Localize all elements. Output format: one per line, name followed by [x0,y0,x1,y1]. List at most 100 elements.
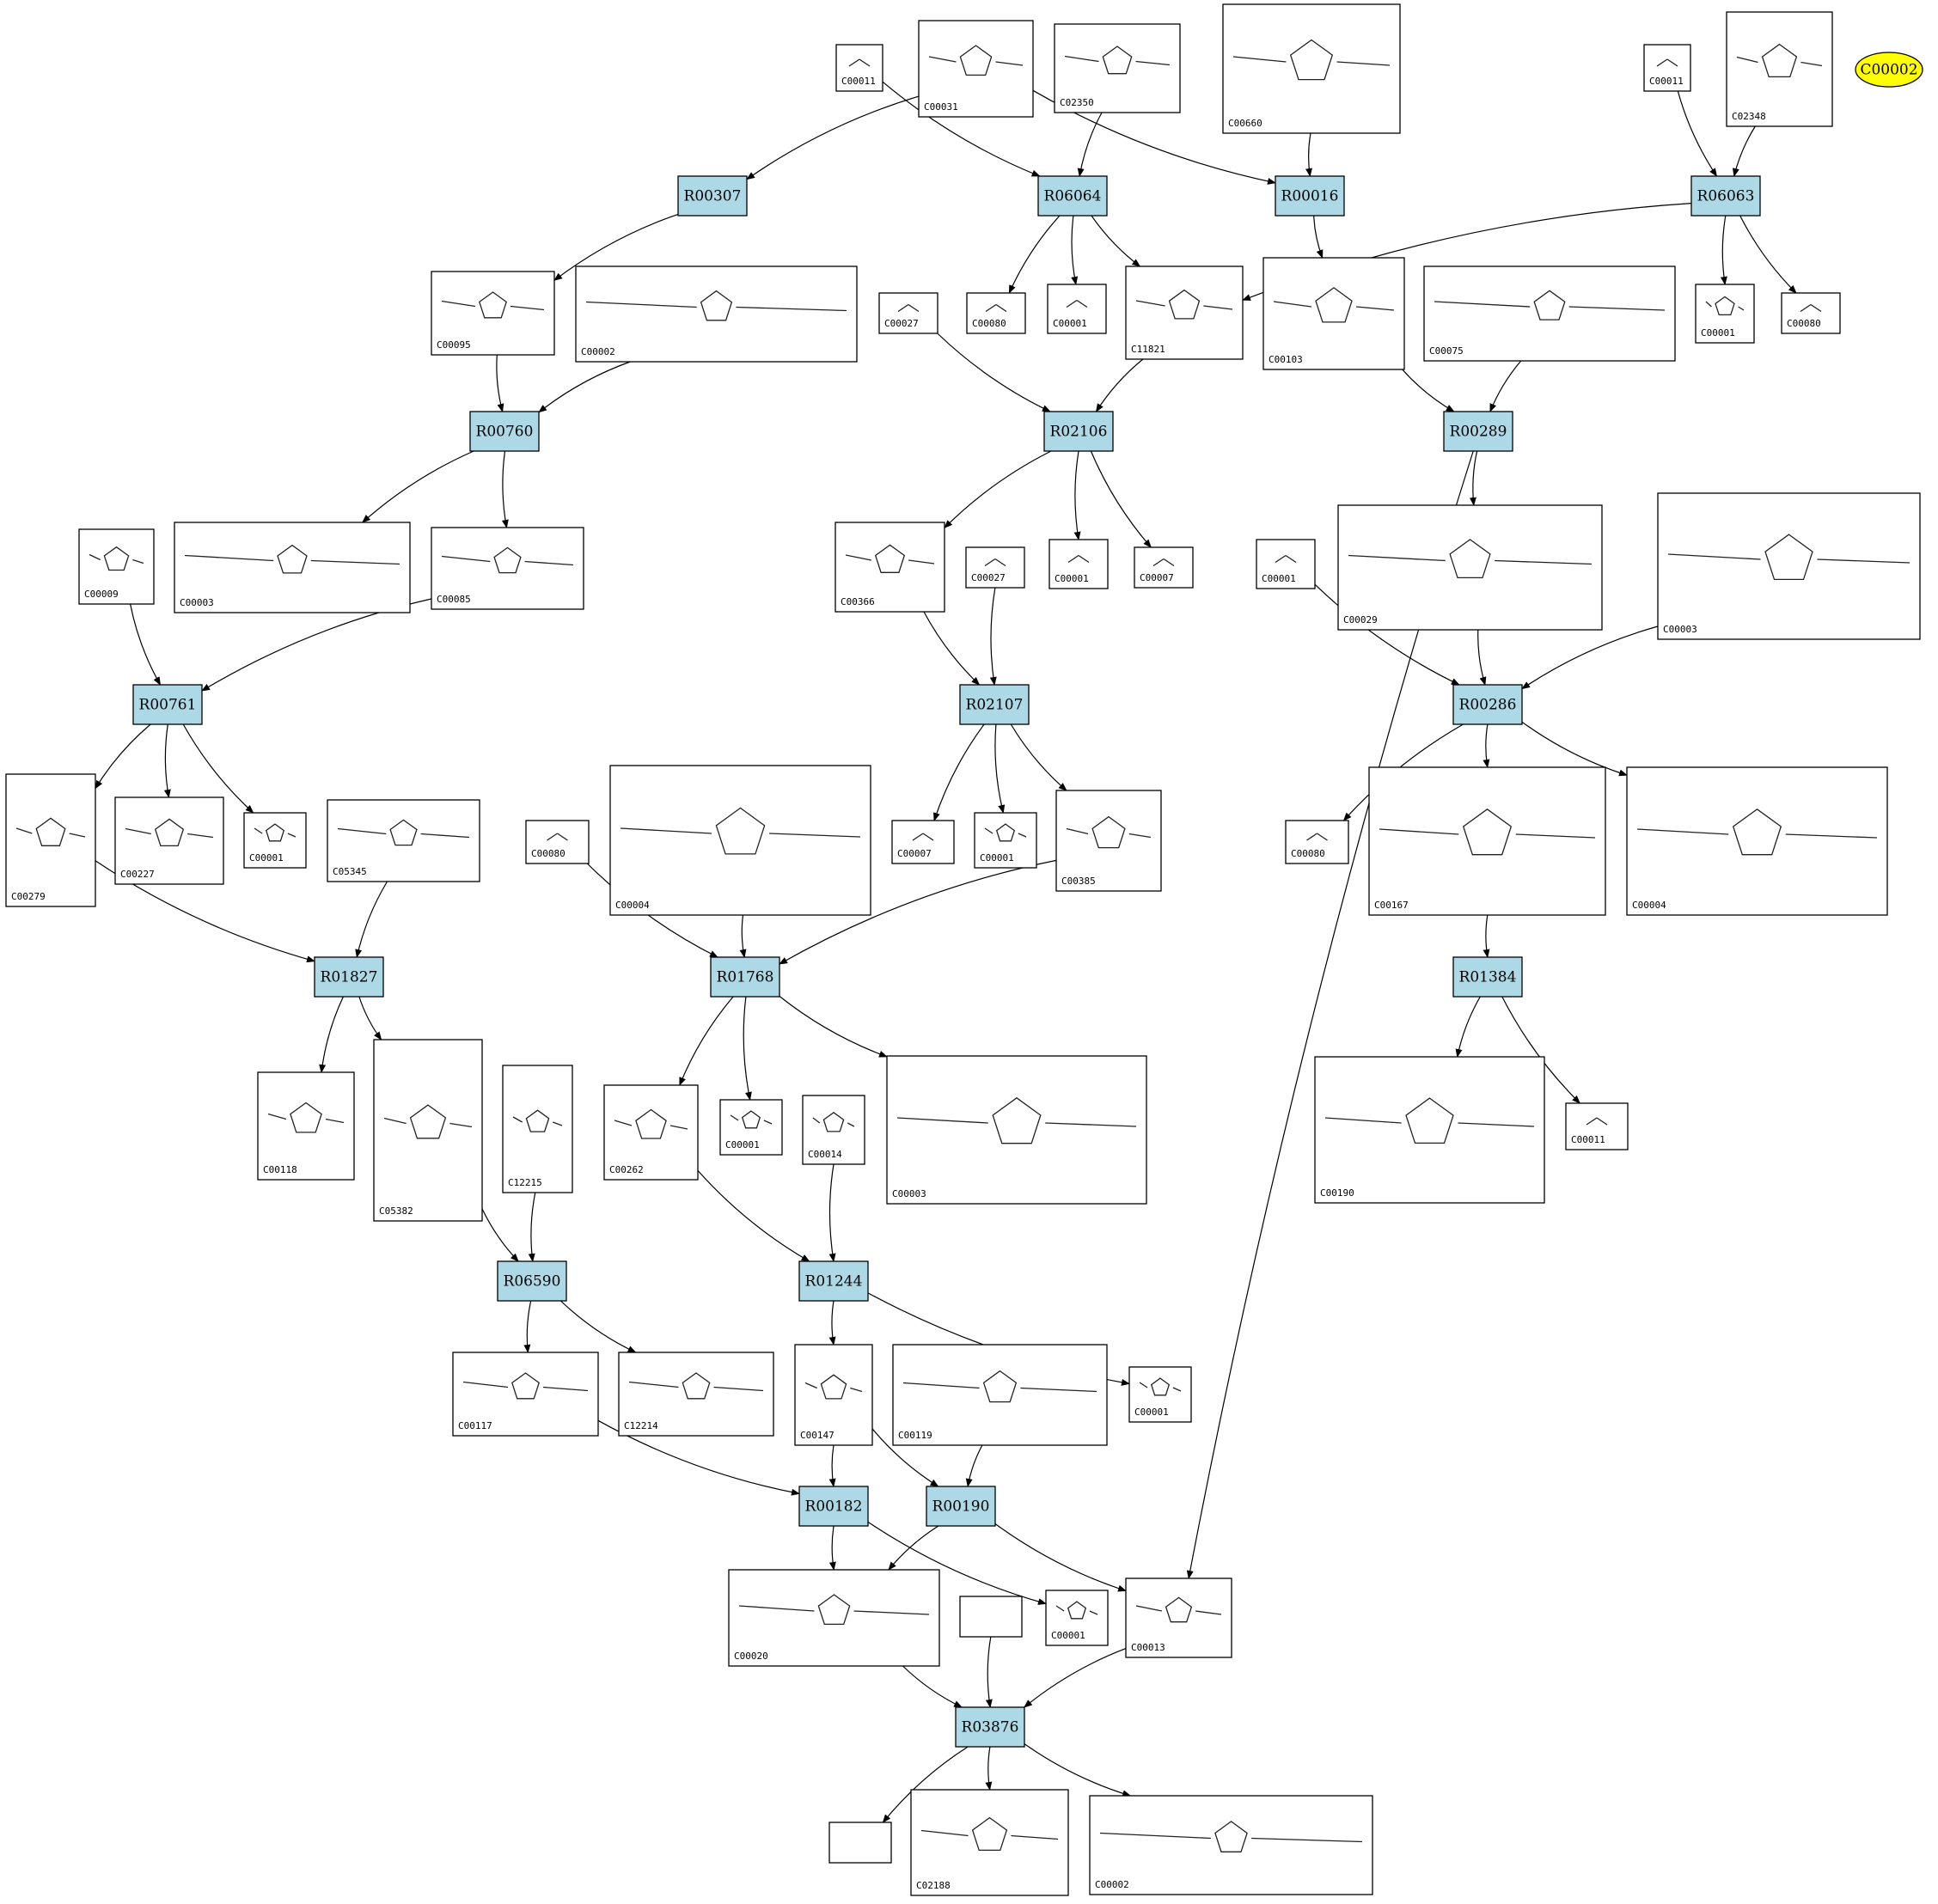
reaction-node[interactable]: R06590 [497,1260,567,1302]
compound-node[interactable]: C00001 [1256,539,1316,589]
reaction-node[interactable]: R01384 [1452,956,1523,998]
compound-node[interactable]: C00002 [575,265,858,363]
reaction-edge [501,450,509,528]
reaction-node[interactable]: R00307 [677,175,748,217]
compound-node[interactable]: C00080 [1781,292,1841,334]
compound-node[interactable]: C00075 [1423,265,1676,362]
highlight-label: C00002 [1860,62,1917,79]
compound-node[interactable]: C12215 [502,1065,573,1193]
compound-box [1285,820,1349,864]
reaction-node[interactable]: R03876 [955,1706,1025,1748]
compound-node[interactable]: C00118 [257,1071,355,1181]
compound-node[interactable]: C00190 [1314,1056,1545,1204]
reaction-node[interactable]: R00190 [926,1486,996,1527]
molecule-bond [730,1114,739,1121]
reaction-node[interactable]: R00289 [1443,411,1513,452]
reaction-node[interactable]: R01768 [710,956,780,998]
compound-node[interactable]: C00095 [431,271,555,356]
compound-node[interactable]: C00007 [891,820,955,864]
compound-box [525,820,590,864]
compound-node[interactable]: C00001 [1695,284,1755,344]
molecule-ring [635,1108,667,1139]
compound-node[interactable]: C00117 [452,1352,599,1437]
compound-node[interactable]: C00080 [966,292,1026,334]
compound-node[interactable]: C00001 [1047,284,1107,334]
reaction-node[interactable]: R02107 [959,684,1030,725]
compound-node[interactable]: C00279 [5,773,96,907]
compound-node[interactable]: C00001 [1048,539,1109,589]
compound-node[interactable]: C02348 [1726,11,1833,127]
compound-node[interactable]: C00001 [1128,1366,1192,1423]
compound-node[interactable]: C00004 [1626,766,1888,916]
compound-node[interactable]: C00103 [1262,257,1405,370]
compound-node[interactable]: C00003 [174,522,411,613]
molecule-ring [822,1111,845,1132]
compound-node[interactable]: C00020 [728,1569,940,1667]
compound-node[interactable]: C00011 [1643,44,1691,92]
compound-node[interactable]: C00119 [892,1344,1108,1446]
compound-node[interactable]: C00011 [835,44,883,92]
compound-node[interactable]: C00385 [1055,790,1162,892]
compound-box [1054,23,1181,113]
molecule-ring [1165,1596,1193,1623]
molecule-bond [1817,558,1910,564]
compound-node[interactable]: C00001 [243,812,307,869]
reaction-node[interactable]: R06064 [1037,175,1108,217]
reaction-edge [739,914,747,958]
reaction-node[interactable]: R00761 [132,684,203,725]
reaction-node[interactable]: R00016 [1275,175,1345,217]
compound-node[interactable] [959,1596,1023,1638]
compound-node[interactable]: C05345 [327,799,480,882]
compound-node[interactable]: C00009 [78,528,155,605]
compound-node[interactable]: C00001 [974,812,1037,869]
compound-box [1626,766,1888,916]
compound-node[interactable]: C00007 [1134,546,1194,589]
compound-id: C11821 [1131,344,1165,355]
reaction-edge [965,1444,983,1487]
reaction-node[interactable]: R00760 [469,411,540,452]
compound-node[interactable]: C00366 [835,522,945,613]
compound-node[interactable]: C00031 [918,20,1034,118]
compound-node[interactable]: C00014 [802,1095,865,1165]
compound-node[interactable]: C00013 [1125,1578,1232,1658]
compound-node[interactable]: C00085 [431,527,584,610]
reaction-edge [882,1746,969,1823]
compound-node[interactable]: C00029 [1337,504,1603,631]
compound-node[interactable]: C00003 [1657,492,1921,640]
compound-node[interactable]: C00002 [1089,1795,1373,1895]
compound-node[interactable]: C00080 [1285,820,1349,864]
reaction-node[interactable]: R01827 [314,956,384,998]
reaction-node[interactable]: R02106 [1043,411,1114,452]
reaction-node[interactable]: R00182 [798,1486,869,1527]
compound-node[interactable]: C00147 [794,1344,873,1446]
compound-node[interactable]: C02188 [910,1789,1069,1896]
reaction-node[interactable]: R00286 [1452,684,1523,725]
compound-node[interactable]: C00001 [719,1099,783,1156]
reaction-edge [779,996,888,1058]
compound-node[interactable]: C00011 [1565,1102,1629,1150]
compound-node[interactable]: C00227 [114,796,224,885]
compound-node[interactable]: C11821 [1125,265,1244,360]
reaction-id: R00761 [139,697,197,714]
compound-node[interactable]: C00660 [1222,3,1401,134]
compound-node[interactable]: C02350 [1054,23,1181,113]
compound-node[interactable]: C00080 [525,820,590,864]
compound-node[interactable]: C00262 [603,1084,699,1181]
molecule-bond [510,305,545,311]
compound-node[interactable]: C00004 [609,765,871,916]
compound-node[interactable]: C00167 [1368,766,1606,916]
highlight-node[interactable]: C00002 [1855,52,1923,88]
compound-node[interactable]: C00003 [886,1055,1147,1205]
molecule-bond [132,558,144,564]
compound-node[interactable]: C00027 [965,546,1025,589]
reaction-id: R01384 [1459,969,1517,986]
reaction-id: R00289 [1450,424,1507,441]
compound-node[interactable]: C00001 [1045,1590,1109,1646]
reaction-edge [523,1300,532,1353]
compound-node[interactable] [828,1822,892,1864]
reaction-node[interactable]: R06063 [1690,175,1761,217]
compound-node[interactable]: C05382 [373,1039,483,1222]
compound-node[interactable]: C00027 [878,292,938,334]
compound-node[interactable]: C12214 [618,1352,774,1437]
reaction-node[interactable]: R01244 [798,1260,869,1302]
